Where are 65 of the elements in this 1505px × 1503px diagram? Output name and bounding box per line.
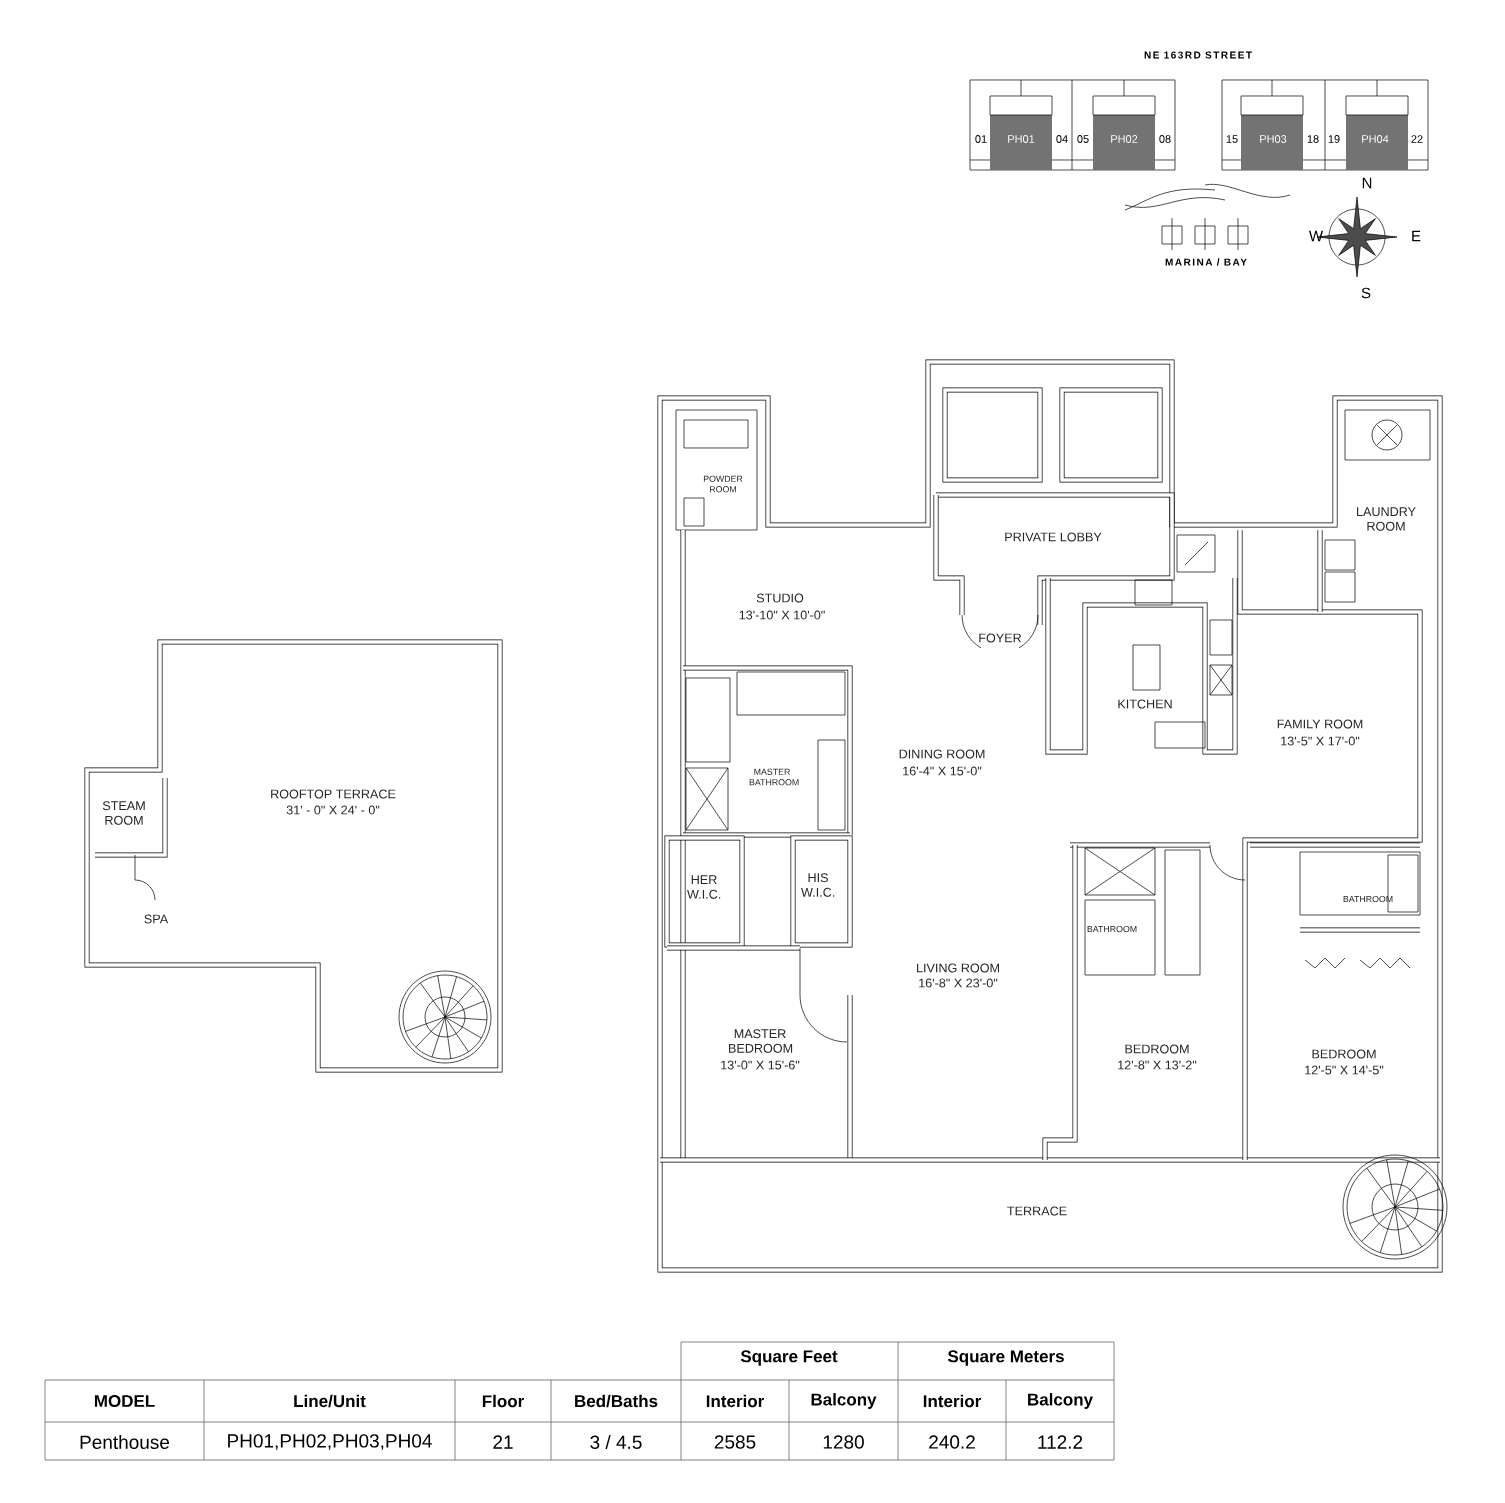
unit-number: 15 — [1226, 135, 1238, 143]
table-cell: PH01,PH02,PH03,PH04 — [228, 1434, 432, 1450]
room-label: STEAM ROOM — [102, 801, 145, 825]
unit-number: 01 — [975, 135, 987, 143]
room-label: BATHROOM — [1343, 895, 1393, 903]
table-header: Balcony — [1028, 1393, 1093, 1409]
unit-number: 19 — [1328, 135, 1340, 143]
room-label: 13'-10" X 10'-0" — [739, 610, 825, 620]
street-label: MARINA / BAY — [1165, 258, 1247, 266]
table-header: Interior — [706, 1394, 765, 1408]
room-label: 16'-8" X 23'-0" — [919, 978, 998, 988]
room-label: TERRACE — [1007, 1206, 1067, 1216]
table-header: MODEL — [94, 1395, 155, 1407]
unit-number: 05 — [1077, 135, 1089, 143]
room-label: FOYER — [979, 633, 1022, 643]
unit-label: PH03 — [1260, 135, 1287, 143]
table-header: Floor — [482, 1394, 524, 1408]
unit-label: PH02 — [1111, 135, 1138, 143]
room-label: SPA — [144, 914, 169, 924]
table-cell: 3 / 4.5 — [590, 1435, 642, 1449]
table-header: Balcony — [811, 1393, 877, 1409]
table-header: Line/Unit — [294, 1394, 366, 1408]
room-label: PRIVATE LOBBY — [1005, 532, 1102, 542]
compass-letter: S — [1361, 287, 1371, 299]
room-label: HIS W.I.C. — [801, 873, 835, 897]
compass-letter: E — [1412, 230, 1421, 242]
room-label: MASTER BATHROOM — [749, 768, 799, 786]
room-label: LAUNDRY ROOM — [1357, 507, 1416, 531]
table-cell: Penthouse — [80, 1435, 170, 1449]
compass-letter: W — [1309, 230, 1324, 242]
room-label: LIVING ROOM — [917, 963, 999, 973]
unit-number: 08 — [1159, 135, 1171, 143]
room-label: BATHROOM — [1087, 925, 1137, 933]
room-label: BEDROOM — [1312, 1049, 1376, 1059]
table-header: Square Feet — [740, 1350, 838, 1366]
table-cell: 21 — [493, 1435, 513, 1449]
room-label: BEDROOM — [1125, 1044, 1189, 1054]
table-cell: 1280 — [823, 1435, 864, 1449]
room-label: DINING ROOM — [899, 749, 985, 759]
room-label: KITCHEN — [1118, 699, 1172, 709]
room-label: 16'-4" X 15'-0" — [903, 766, 982, 776]
unit-label: PH04 — [1362, 135, 1389, 143]
room-label: 31' - 0" X 24' - 0" — [286, 805, 380, 815]
table-cell: 112.2 — [1038, 1435, 1083, 1449]
room-label: MASTER BEDROOM — [729, 1029, 793, 1053]
unit-label: PH01 — [1008, 135, 1035, 143]
room-label: ROOFTOP TERRACE — [271, 789, 396, 799]
compass-letter: N — [1362, 177, 1372, 189]
unit-number: 18 — [1307, 135, 1319, 143]
room-label: POWDER ROOM — [703, 475, 743, 493]
room-label: HER W.I.C. — [687, 875, 721, 899]
room-label: 13'-0" X 15'-6" — [721, 1060, 800, 1070]
room-label: 12'-8" X 13'-2" — [1118, 1060, 1197, 1070]
table-header: Interior — [923, 1394, 982, 1408]
unit-number: 22 — [1411, 135, 1423, 143]
room-label: STUDIO — [756, 593, 804, 603]
table-cell: 2585 — [714, 1435, 756, 1449]
room-label: FAMILY ROOM — [1277, 719, 1363, 729]
room-label: 12'-5" X 14'-5" — [1305, 1065, 1384, 1075]
table-header: Square Meters — [947, 1350, 1064, 1366]
room-label: 13'-5" X 17'-0" — [1281, 736, 1360, 746]
table-cell: 240.2 — [929, 1435, 975, 1449]
table-header: Bed/Baths — [575, 1394, 658, 1408]
street-label: NE 163RD STREET — [1144, 51, 1252, 59]
unit-number: 04 — [1056, 135, 1068, 143]
